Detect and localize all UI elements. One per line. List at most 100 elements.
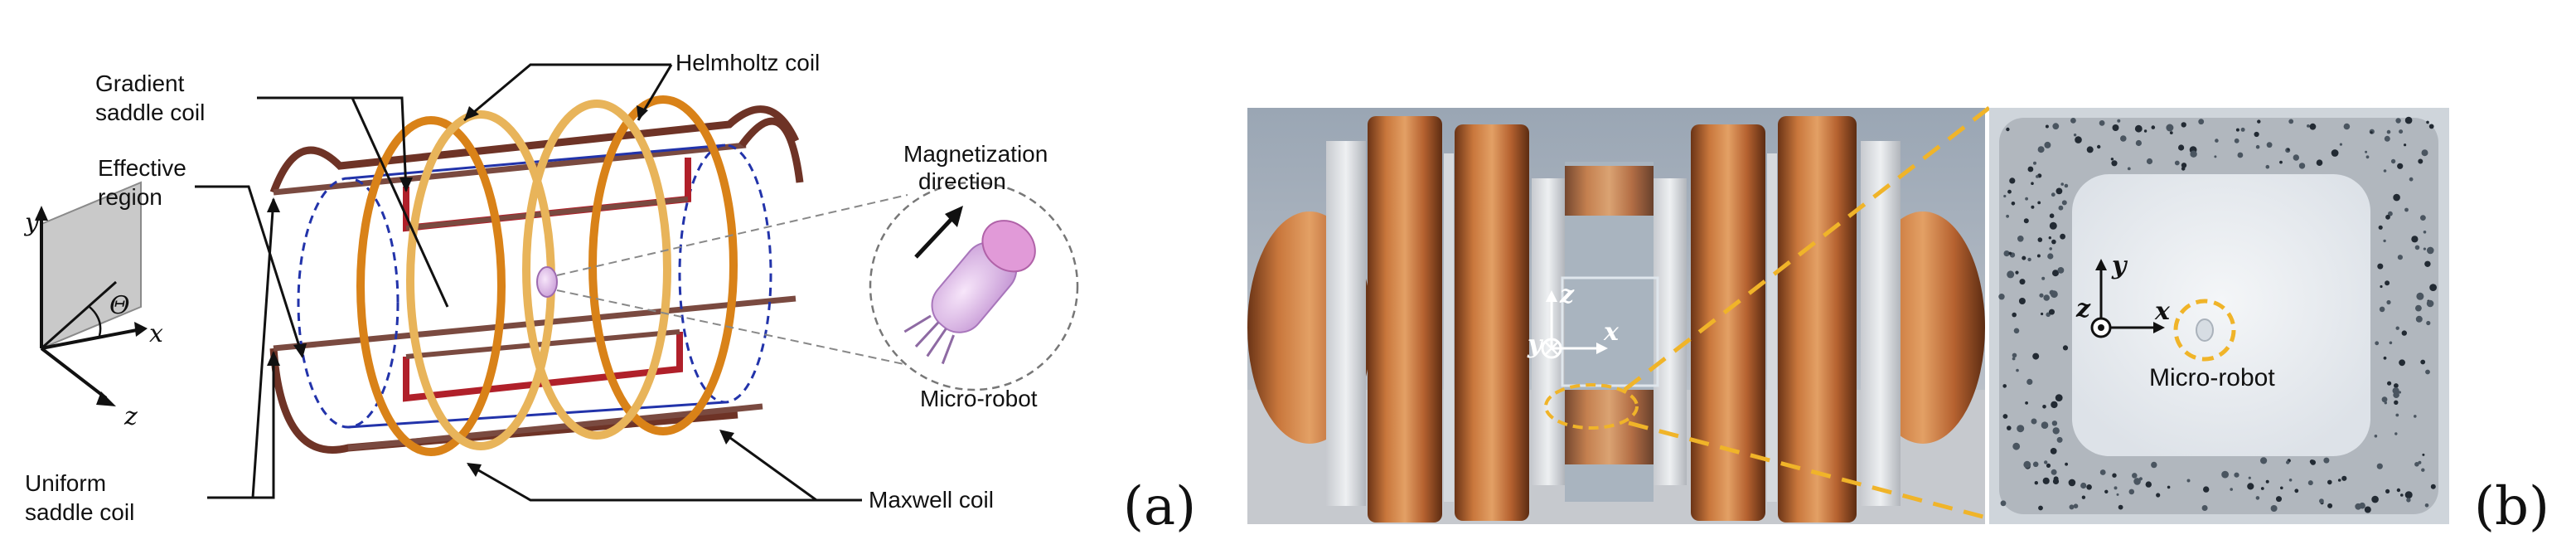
photo-z-arrow-icon: [1546, 290, 1557, 302]
speckle: [2075, 136, 2082, 143]
speckle: [2257, 119, 2261, 124]
speckle: [2036, 175, 2039, 178]
inset-micro-robot: [2196, 318, 2214, 342]
speckle: [2051, 469, 2057, 475]
speckle: [2013, 328, 2020, 334]
label-helmholtz-coil: Helmholtz coil: [675, 50, 820, 75]
speckle: [2019, 279, 2026, 285]
speckle: [2112, 473, 2117, 478]
speckle: [2061, 200, 2067, 206]
speckle: [2042, 477, 2050, 484]
speckle: [2385, 280, 2390, 286]
speckle: [2017, 236, 2024, 242]
speckle: [2429, 284, 2438, 291]
speckle: [2065, 462, 2069, 466]
speckle: [2053, 476, 2059, 482]
speckle: [2138, 477, 2143, 481]
speckle: [2025, 197, 2029, 201]
spacer-2: [1767, 153, 1777, 502]
label-gradient-line1: Gradient: [95, 70, 185, 96]
speckle: [2002, 414, 2008, 419]
inset-robot-highlight: [2173, 299, 2236, 362]
speckle: [2151, 461, 2157, 469]
speckle: [2000, 500, 2007, 507]
inset-gel: [2072, 174, 2370, 456]
inset-photo: y z x Micro-robot: [1989, 108, 2449, 524]
axis-label-z: z: [123, 402, 138, 431]
speckle: [2381, 396, 2388, 403]
speckle: [2049, 309, 2055, 315]
copper-coil-4: [1778, 116, 1857, 523]
leader-arrow-effective-icon: [293, 343, 307, 358]
panel-a: y Θ x z: [23, 50, 1196, 537]
panel-b: z y x y z x Micro: [1247, 106, 2549, 537]
speckle: [2423, 231, 2427, 234]
label-magnetization-line1: Magnetization: [903, 141, 1048, 167]
speckle: [2015, 270, 2019, 275]
uniform-saddle-coil-bottom: [269, 348, 738, 454]
magnified-robot-view: [556, 181, 1079, 391]
speckle: [2411, 236, 2419, 243]
speckle: [2319, 498, 2324, 503]
speckle: [2069, 504, 2075, 510]
speckle: [2081, 495, 2086, 499]
magnetization-arrow-line: [914, 216, 955, 259]
speckle: [2395, 413, 2399, 417]
speckle: [2057, 267, 2065, 274]
speckle: [2116, 493, 2119, 496]
speckle: [2235, 128, 2239, 132]
copper-coil-2: [1455, 124, 1529, 521]
speckle: [2012, 312, 2017, 318]
speckle: [2070, 118, 2076, 124]
leader-gradient-2: [257, 96, 408, 192]
speckle: [2298, 163, 2306, 169]
speckle: [2012, 442, 2021, 450]
speckle: [2265, 479, 2269, 484]
speckle: [2420, 359, 2426, 365]
speckle: [2111, 160, 2118, 167]
speckle: [2426, 120, 2429, 124]
speckle: [2181, 122, 2186, 128]
speckle: [2146, 158, 2153, 165]
speckle: [2376, 463, 2383, 469]
speckle: [2240, 127, 2245, 132]
speckle: [2044, 141, 2051, 148]
speckle: [2387, 381, 2392, 386]
label-effective-line2: region: [98, 184, 162, 210]
speckle: [2049, 247, 2052, 250]
speckle: [2385, 489, 2390, 494]
speckle: [2023, 460, 2031, 469]
speckle: [2120, 135, 2127, 142]
speckle: [2104, 489, 2109, 493]
speckle: [2266, 142, 2273, 148]
speckle: [2248, 476, 2251, 479]
speckle: [2276, 496, 2282, 503]
speckle: [2037, 237, 2043, 242]
inset-axis-label-y: y: [2111, 251, 2128, 280]
speckle: [2073, 503, 2079, 508]
speckle: [2418, 158, 2423, 164]
speckle: [2426, 320, 2431, 326]
speckle: [2049, 221, 2057, 230]
speckle: [2383, 239, 2386, 243]
speckle: [2404, 207, 2409, 212]
saddle-rod-1: [273, 142, 747, 196]
y-axis-arrow-icon: [35, 206, 48, 221]
panel-letter-a: (a): [1123, 476, 1196, 537]
speckle: [2293, 154, 2299, 161]
speckle: [2051, 239, 2056, 245]
speckle: [2039, 293, 2044, 298]
speckle: [2036, 254, 2041, 258]
speckle: [2422, 453, 2425, 456]
effective-region-bottom-line: [347, 401, 726, 429]
speckle: [2341, 475, 2347, 481]
speckle: [2380, 284, 2383, 289]
speckle: [2068, 479, 2076, 487]
speckle: [2073, 134, 2077, 137]
speckle: [1998, 294, 2005, 300]
inset-axis-label-z: z: [2075, 294, 2091, 323]
speckle: [2414, 245, 2420, 250]
speckle: [2050, 448, 2057, 454]
speckle: [2414, 415, 2417, 418]
effective-region-left: [297, 177, 399, 429]
